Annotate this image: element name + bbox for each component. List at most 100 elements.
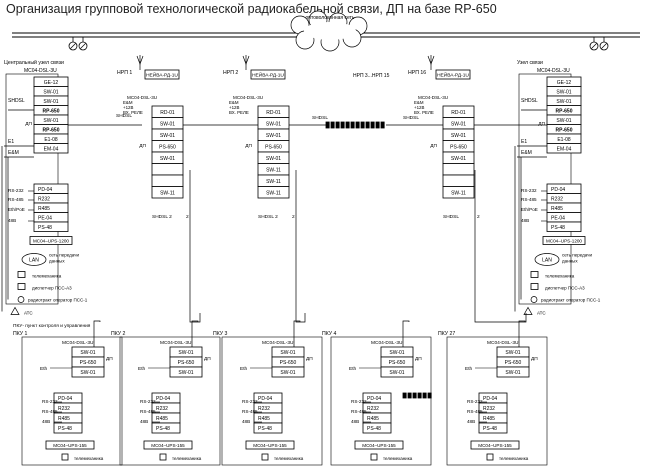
trunk-shdsl-label: SHDSL <box>403 115 419 121</box>
pku-periph-label: R485 <box>483 416 495 422</box>
node-ats-icon <box>523 306 533 315</box>
pku-eth-label: Eth <box>240 366 248 372</box>
pku-ups <box>470 440 520 450</box>
pku-dp-label: ДП <box>531 356 538 362</box>
node-lan-label: LAN <box>542 258 552 264</box>
central-shdsl-label: SHDSL <box>8 98 25 104</box>
pku-port-label: RS-232 <box>467 399 483 404</box>
nrp-ext-label: Е&M <box>414 100 424 105</box>
pku-shdsl-drop <box>518 320 526 347</box>
pku-unit-label: SW-01 <box>178 350 193 356</box>
central-port-label: RS-232 <box>8 188 24 193</box>
chain-dash <box>365 121 370 129</box>
central-unit-label: GE-12 <box>44 80 59 86</box>
nrp-radio-label: НЕЙВА-РД-1U <box>437 71 469 79</box>
pku-shdsl-drop <box>402 320 410 347</box>
central-port-label: Eth/PoE <box>8 207 25 212</box>
nrp-unit-label: RD-01 <box>451 110 466 116</box>
pku-unit <box>496 366 530 378</box>
pku-frame <box>446 336 548 466</box>
pku-periph-label: PD-04 <box>58 396 72 402</box>
pku-periph-label: R485 <box>258 416 270 422</box>
pku-unit-label: SW-01 <box>505 370 520 376</box>
nrp-shdsl-label: SHDSL <box>443 214 459 220</box>
pku-unit-label: SW-01 <box>80 370 95 376</box>
nrp-radio-label: НЕЙВА-РД-1U <box>252 71 284 79</box>
pku-dp-label: ДП <box>415 356 422 362</box>
node-unit-label: E1-08 <box>557 137 571 143</box>
central-unit-label: SW-01 <box>43 99 58 105</box>
node-unit-label: SW-01 <box>556 89 571 95</box>
pku-periph-label: PD-04 <box>483 396 497 402</box>
pku-ups <box>354 440 404 450</box>
pku-ups-label: МС04–UPS-155 <box>253 443 287 448</box>
central-data-net-label: сеть передачи <box>49 253 79 258</box>
nrp-dp-label: ДП <box>245 143 252 149</box>
chain-dash <box>350 121 355 129</box>
pku-label: ПКУ 4 <box>322 331 337 337</box>
nrp-shdsl-label: SHDSL 2 <box>258 214 278 220</box>
node-ups <box>542 236 586 245</box>
nrp-ext-label: ВХ. РЕЛЕ <box>123 110 143 115</box>
pku-unit-label: SW-01 <box>280 370 295 376</box>
pku-unit <box>380 366 414 378</box>
nrp-unit-label: RD-01 <box>160 110 175 116</box>
node-periph-label: PE-04 <box>551 215 565 221</box>
pku-port-label: RS-485 <box>42 409 58 414</box>
pku-unit-label: SW-01 <box>280 350 295 356</box>
nrp-unit <box>442 174 475 187</box>
node-ats-label: АТС <box>537 311 546 316</box>
pku-chain-dash <box>417 392 422 399</box>
central-data-net-label: данных <box>49 259 65 264</box>
pku-port-label: 48В <box>242 419 250 424</box>
pku-unit-label: SW-01 <box>505 350 520 356</box>
pku-periph-label: R232 <box>367 406 379 412</box>
central-ats-icon <box>10 306 20 315</box>
node-em-label: E&M <box>521 150 532 156</box>
pku-telemechanics-label: телемеханика <box>74 456 104 461</box>
pku-unit-label: SW-01 <box>389 370 404 376</box>
central-dispatcher-label: диспетчер ПСС-А3 <box>32 286 72 291</box>
pku-periph <box>53 422 83 434</box>
node-periph-ps-48 <box>546 221 582 232</box>
pku-frame <box>221 336 323 466</box>
nrp-unit-label: PS-650 <box>450 145 467 151</box>
pku-port-label: 48В <box>351 419 359 424</box>
pku-frame <box>21 336 123 466</box>
pku-chain-dash <box>422 392 427 399</box>
node-periph-label: R485 <box>551 206 563 212</box>
nrp-dp-label: ДП <box>139 143 146 149</box>
central-ups-label: МС04–UPS-1200 <box>33 239 69 244</box>
central-telemechanics-icon <box>17 271 26 278</box>
pku-rack-label: МС04-DSL-3U <box>160 340 192 346</box>
central-ats-label: АТС <box>24 311 33 316</box>
pku-shdsl-drop <box>93 320 101 347</box>
pku-port-label: RS-232 <box>351 399 367 404</box>
node-unit-label: RP-650 <box>556 127 573 133</box>
node-e1-label: E1 <box>521 139 527 145</box>
node-unit-label: EM-04 <box>557 146 572 152</box>
pku-telemechanics-icon <box>61 453 69 461</box>
pku-telemechanics-label: телемеханика <box>383 456 413 461</box>
pku-label: ПКУ 1 <box>13 331 28 337</box>
nrp-pku-link <box>474 170 527 323</box>
pku-port-label: RS-232 <box>140 399 156 404</box>
node-port-label: RS-232 <box>521 188 537 193</box>
nrp-unit-label: SW-11 <box>266 179 281 185</box>
pku-periph-label: PD-04 <box>258 396 272 402</box>
nrp-unit-label: SW-01 <box>160 156 175 162</box>
pku-port-label: RS-232 <box>242 399 258 404</box>
central-periph-label: R232 <box>38 196 50 202</box>
pku-port-label: 48В <box>42 419 50 424</box>
central-unit-label: E1-08 <box>44 137 58 143</box>
nrp-unit-label: SW-01 <box>451 133 466 139</box>
pku-unit-label: PS-650 <box>389 360 406 366</box>
node-periph-label: R232 <box>551 196 563 202</box>
central-periph-label: PE-04 <box>38 215 52 221</box>
pku-unit-label: SW-01 <box>80 350 95 356</box>
central-port-label: RS-485 <box>8 197 24 202</box>
pku-dp-label: ДП <box>306 356 313 362</box>
pku-eth-label: Eth <box>138 366 146 372</box>
cloud-shape <box>304 22 356 40</box>
